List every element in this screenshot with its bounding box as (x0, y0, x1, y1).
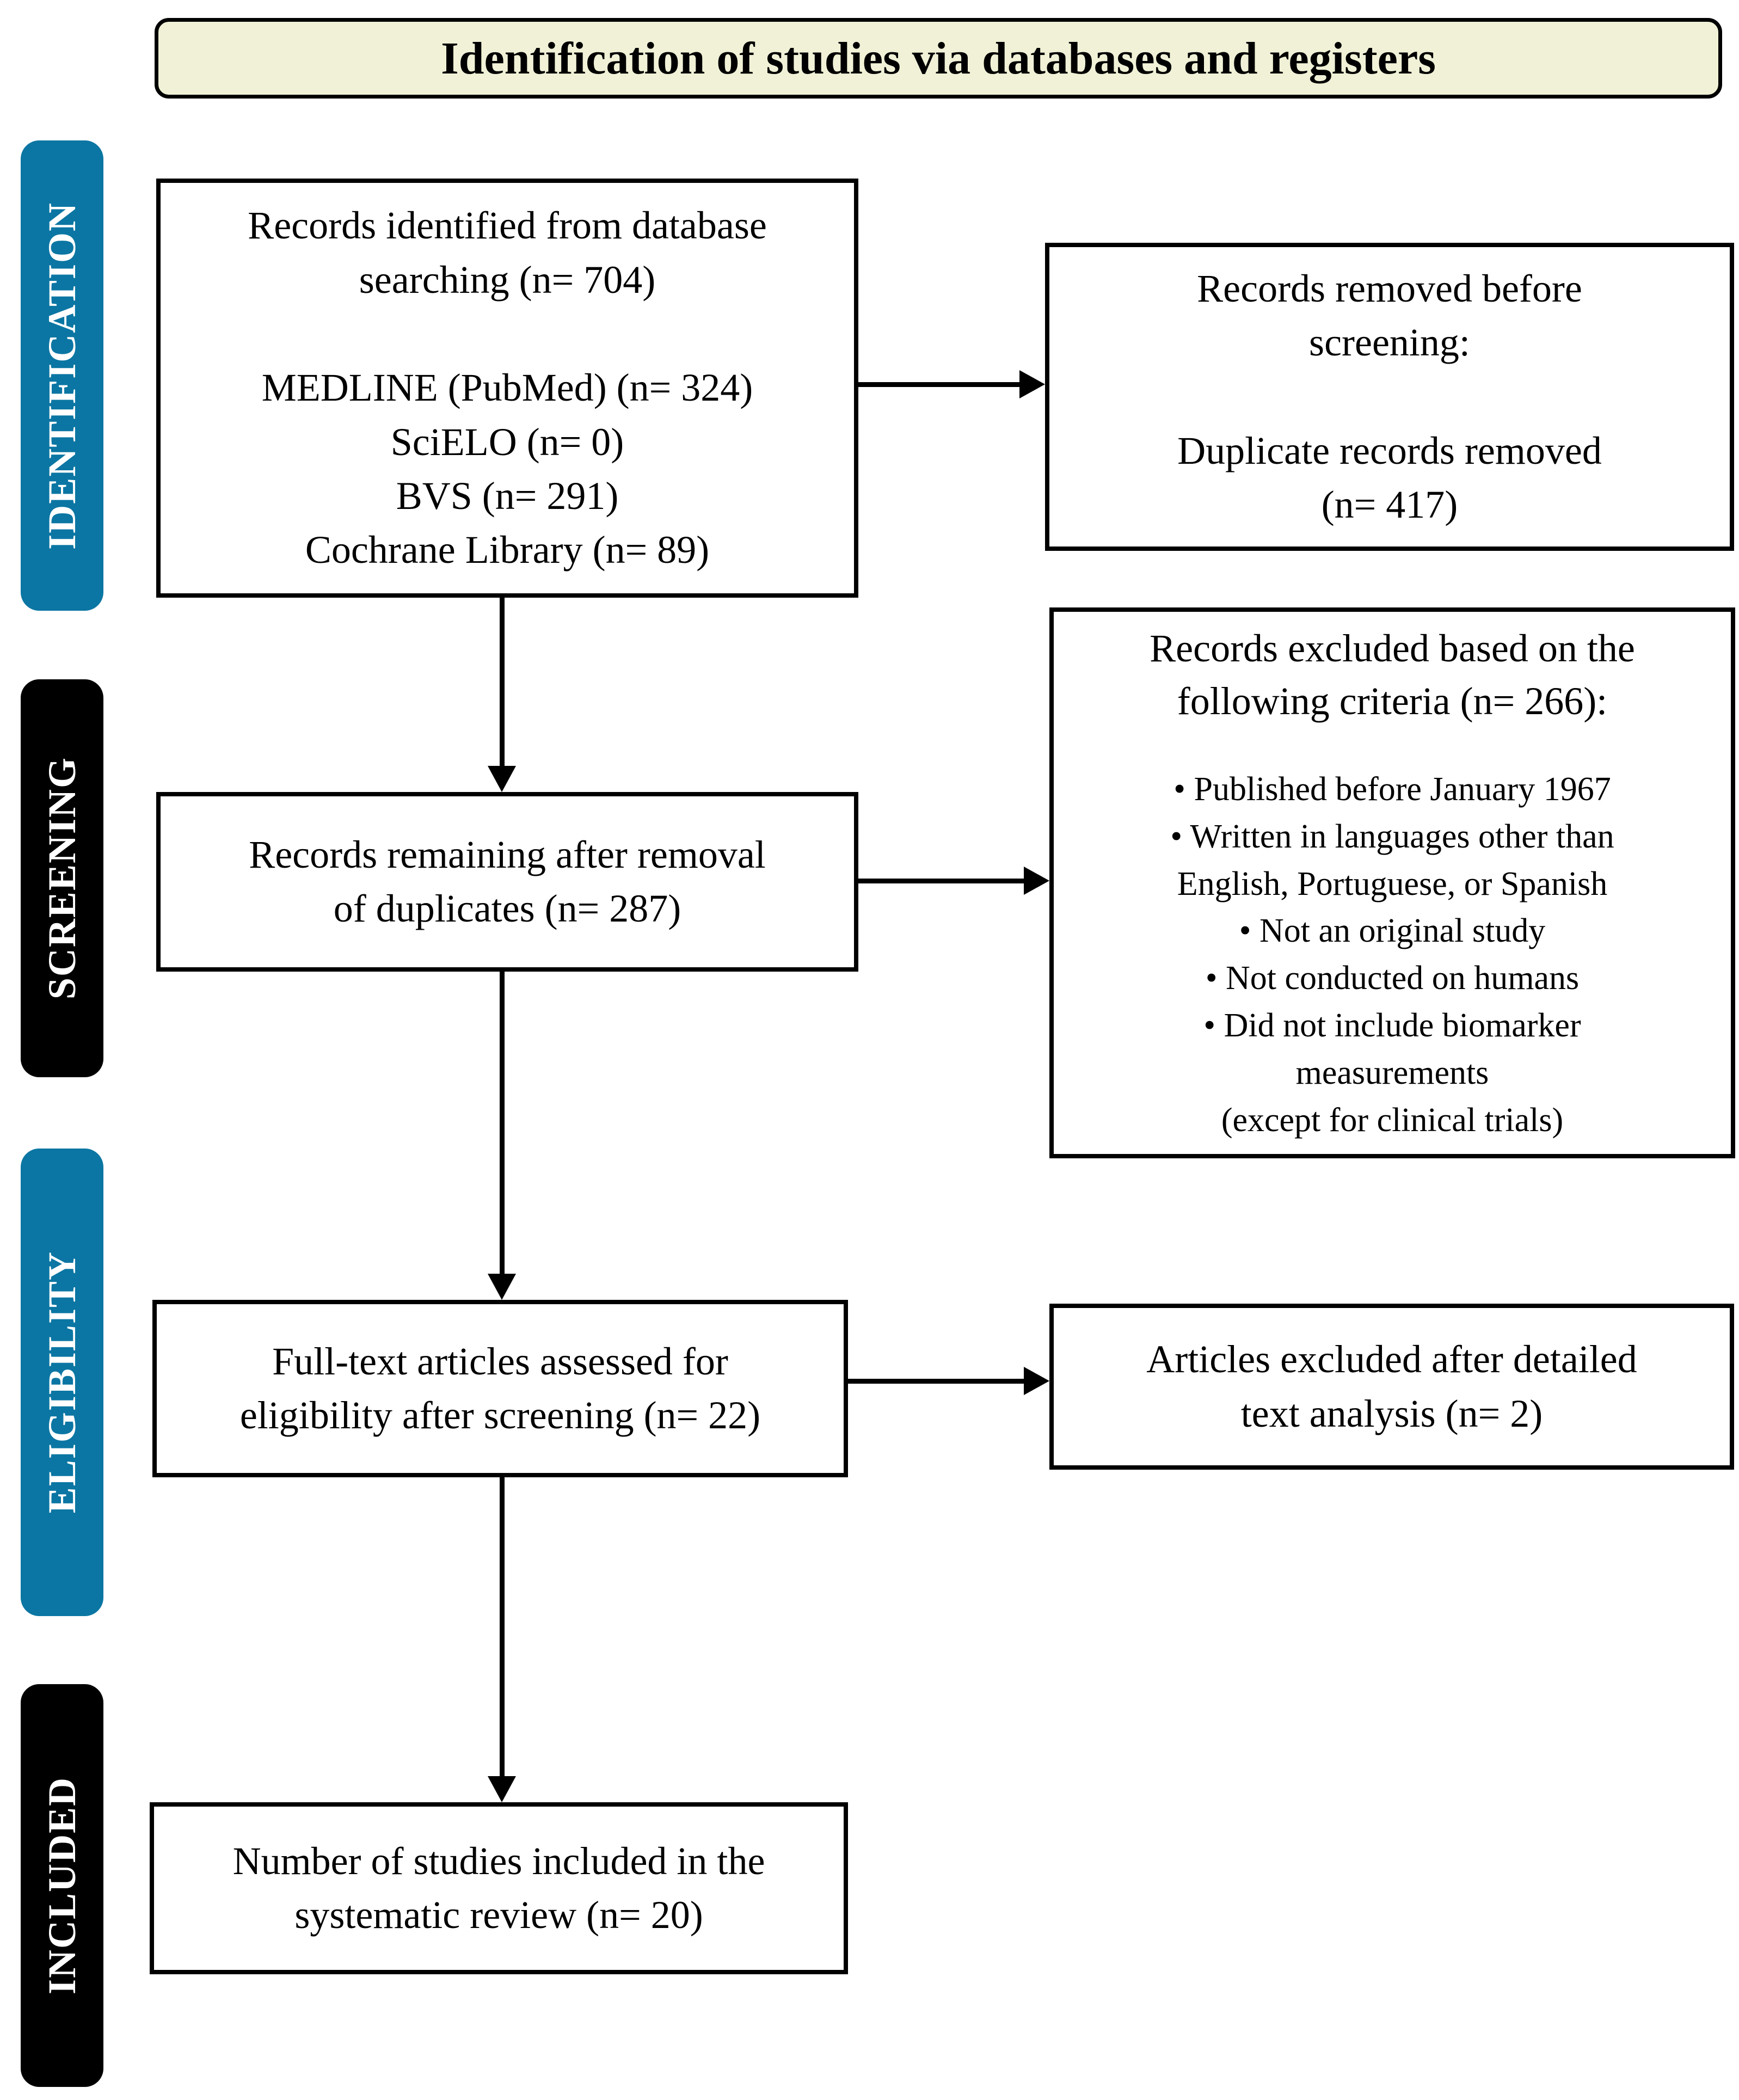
arrow-head-right-icon (1024, 1367, 1049, 1395)
stage-screening-label: SCREENING (40, 757, 84, 1000)
arrow-head-down-icon (488, 1776, 516, 1802)
box-records-identified: Records identified from database searchi… (156, 179, 858, 598)
stage-included: INCLUDED (21, 1684, 103, 2087)
stage-screening: SCREENING (21, 679, 103, 1077)
box-articles-excluded-text: Articles excluded after detailed text an… (1146, 1337, 1637, 1435)
arrow-head-down-icon (488, 766, 516, 792)
diagram-title-text: Identification of studies via databases … (441, 33, 1436, 84)
arrow-shaft (858, 382, 1021, 387)
diagram-title-banner: Identification of studies via databases … (155, 18, 1722, 99)
arrow-head-right-icon (1019, 370, 1045, 398)
stage-identification: IDENTIFICATION (21, 140, 103, 611)
box-records-remaining-text: Records remaining after removal of dupli… (249, 832, 766, 930)
arrow-shaft (848, 1379, 1024, 1384)
arrow-head-right-icon (1024, 867, 1049, 895)
stage-eligibility-label: ELIGIBILITY (40, 1251, 84, 1514)
arrow-shaft (500, 972, 505, 1274)
box-records-excluded: Records excluded based on the following … (1049, 607, 1735, 1158)
arrow-head-down-icon (488, 1274, 516, 1300)
box-studies-included: Number of studies included in the system… (150, 1802, 848, 1974)
stage-identification-label: IDENTIFICATION (40, 201, 84, 550)
box-records-removed-text: Records removed before screening: Duplic… (1177, 266, 1602, 527)
arrow-shaft (500, 1477, 505, 1776)
stage-included-label: INCLUDED (40, 1776, 84, 1995)
box-fulltext-assessed-text: Full-text articles assessed for eligibil… (239, 1339, 761, 1437)
box-records-identified-text: Records identified from database searchi… (248, 204, 767, 572)
box-records-removed: Records removed before screening: Duplic… (1045, 243, 1734, 551)
box-articles-excluded: Articles excluded after detailed text an… (1049, 1304, 1734, 1470)
box-records-excluded-criteria-list: • Published before January 1967 • Writte… (1170, 771, 1614, 1139)
box-records-excluded-header: Records excluded based on the following … (1150, 626, 1635, 723)
arrow-shaft (858, 879, 1024, 883)
arrow-shaft (500, 598, 505, 766)
stage-eligibility: ELIGIBILITY (21, 1149, 103, 1616)
box-studies-included-text: Number of studies included in the system… (232, 1839, 765, 1937)
box-records-remaining: Records remaining after removal of dupli… (156, 792, 858, 972)
box-fulltext-assessed: Full-text articles assessed for eligibil… (152, 1300, 848, 1477)
